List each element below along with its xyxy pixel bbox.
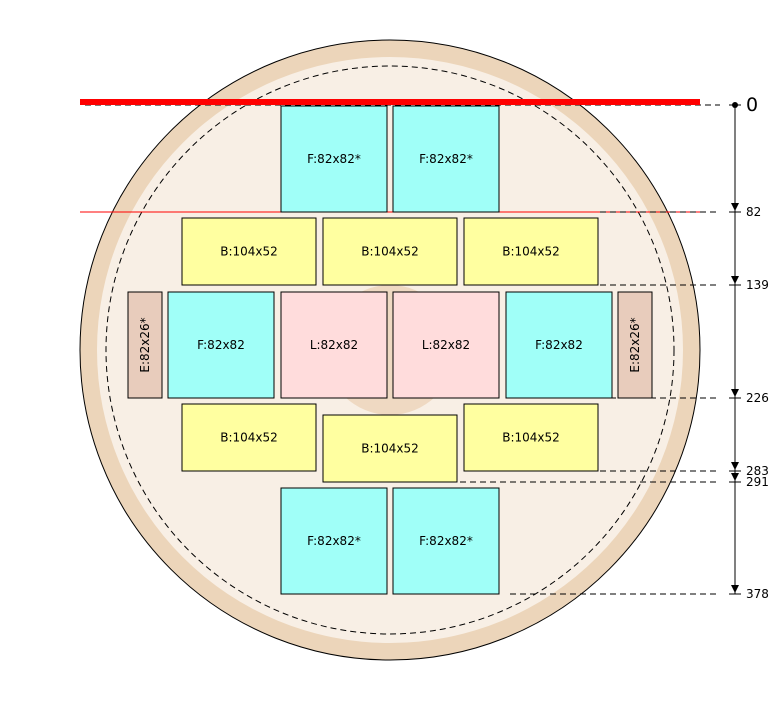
die-block-rect	[505, 291, 613, 399]
scale-tick-label: 139	[746, 278, 769, 292]
die-block-label: B:104x52	[220, 245, 278, 259]
die-block-label: E:82x26*	[138, 317, 152, 372]
scale-arrowhead	[731, 462, 739, 470]
die-block-f: F:82x82*	[280, 487, 388, 595]
die-block-label: B:104x52	[502, 431, 560, 445]
die-block-label: F:82x82*	[307, 534, 361, 548]
scale-tick-label: 283	[746, 464, 769, 478]
die-block-rect	[463, 217, 599, 286]
die-block-b: B:104x52	[463, 403, 599, 472]
die-block-rect	[280, 105, 388, 213]
scale-arrowhead	[731, 389, 739, 397]
die-block-label: B:104x52	[502, 245, 560, 259]
die-block-rect	[167, 291, 275, 399]
die-block-rect	[463, 403, 599, 472]
die-block-label: F:82x82*	[307, 152, 361, 166]
die-block-label: L:82x82	[310, 338, 358, 352]
scale-tick-label: 291	[746, 475, 769, 489]
die-block-label: B:104x52	[361, 442, 419, 456]
scale-arrowhead	[731, 473, 739, 481]
die-block-f: F:82x82*	[392, 105, 500, 213]
scale-tick-label: 0	[746, 94, 758, 116]
die-block-label: F:82x82*	[419, 152, 473, 166]
die-block-label: L:82x82	[422, 338, 470, 352]
die-block-f: F:82x82*	[392, 487, 500, 595]
die-block-rect	[322, 414, 458, 483]
die-block-rect	[280, 487, 388, 595]
die-block-f: F:82x82	[167, 291, 275, 399]
die-block-rect	[181, 403, 317, 472]
die-block-label: B:104x52	[361, 245, 419, 259]
die-block-e: E:82x26*	[127, 291, 163, 399]
scale-tick-label: 226	[746, 391, 769, 405]
die-block-b: B:104x52	[322, 217, 458, 286]
usable-area-boundary	[105, 65, 675, 635]
scale-arrows	[731, 203, 739, 593]
die-block-l: L:82x82	[392, 291, 500, 399]
die-block-rect	[322, 217, 458, 286]
die-block-b: B:104x52	[181, 217, 317, 286]
scale-tick-label: 378	[746, 587, 769, 601]
die-block-b: B:104x52	[463, 217, 599, 286]
scale-arrowhead	[731, 276, 739, 284]
scale-arrowhead	[731, 585, 739, 593]
die-block-rect	[280, 291, 388, 399]
die-block-e: E:82x26*	[617, 291, 653, 399]
die-block-rect	[181, 217, 317, 286]
scale-tick-label: 82	[746, 205, 761, 219]
die-block-label: F:82x82*	[419, 534, 473, 548]
die-block-rect	[127, 291, 163, 399]
die-block-label: F:82x82	[535, 338, 583, 352]
die-block-f: F:82x82	[505, 291, 613, 399]
die-block-label: E:82x26*	[628, 317, 642, 372]
die-block-f: F:82x82*	[280, 105, 388, 213]
die-block-b: B:104x52	[322, 414, 458, 483]
die-block-rect	[392, 105, 500, 213]
die-block-l: L:82x82	[280, 291, 388, 399]
scale-arrowhead	[731, 203, 739, 211]
die-block-label: F:82x82	[197, 338, 245, 352]
die-block-b: B:104x52	[181, 403, 317, 472]
die-block-rect	[392, 291, 500, 399]
die-block-label: B:104x52	[220, 431, 278, 445]
die-block-rect	[392, 487, 500, 595]
